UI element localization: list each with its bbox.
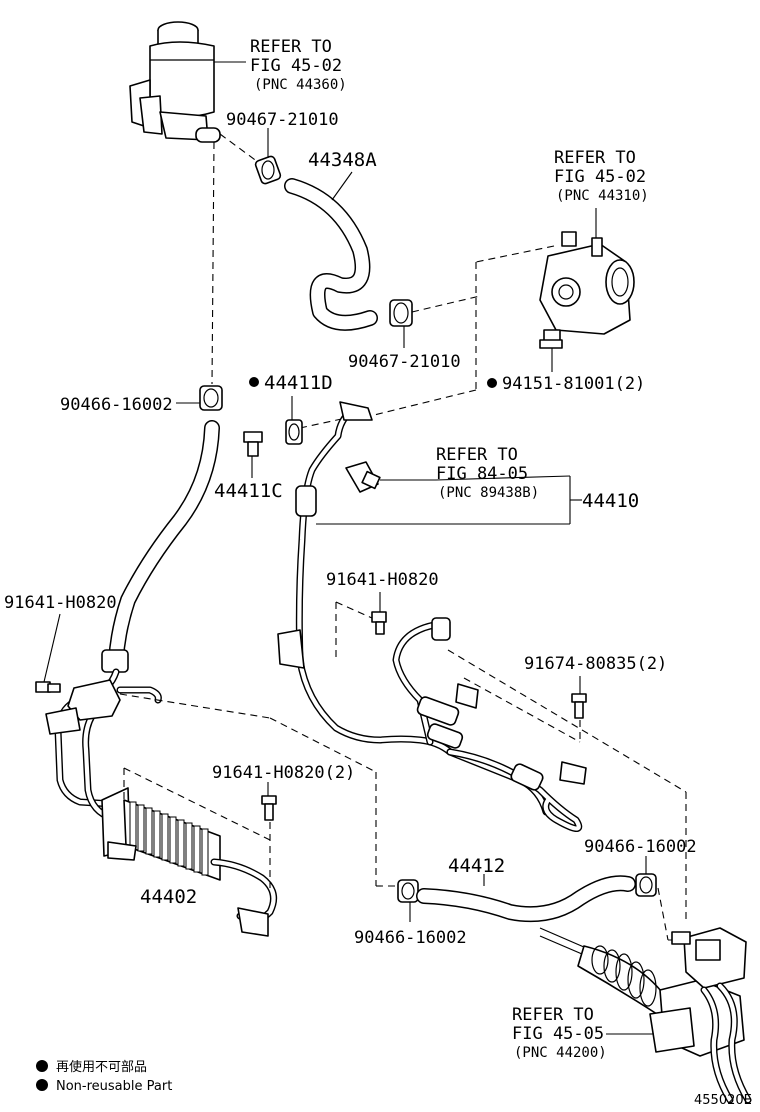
return-hose-upper[interactable] [284, 178, 378, 331]
bolt-cooler[interactable] [261, 795, 277, 821]
reservoir-tank[interactable] [129, 21, 221, 143]
return-hose-left[interactable] [101, 420, 220, 673]
footer-code: 455020E [694, 1093, 752, 1108]
pressure-switch[interactable] [345, 461, 381, 493]
return-pipe-assembly[interactable] [45, 668, 162, 822]
cooler-fins [129, 801, 209, 876]
bolt-rack-label: 91674-80835(2) [524, 654, 667, 674]
union-bolt-44411c[interactable] [243, 431, 263, 457]
refer-pump-line2: FIG 45-02 [554, 167, 646, 187]
refer-pump-line3: (PNC 44310) [556, 188, 649, 204]
bolt-cooler-label: 91641-H0820(2) [212, 763, 355, 783]
hose-upper-label: 44348A [308, 149, 377, 171]
clip-lower-left[interactable] [397, 879, 419, 903]
clip-rack-right-label: 90466-16002 [584, 837, 697, 857]
clip-pump-label: 90467-21010 [348, 352, 461, 372]
clip-tank-label: 90467-21010 [226, 110, 339, 130]
refer-rack-line3: (PNC 44200) [514, 1045, 607, 1061]
pump-bolt[interactable] [539, 329, 563, 349]
refer-rack-line1: REFER TO [512, 1005, 594, 1025]
gasket-d-label: 44411D [264, 372, 333, 394]
refer-tank-line2: FIG 45-02 [250, 56, 342, 76]
bolt-pump-label: 94151-81001(2) [502, 374, 645, 394]
steering-rack[interactable] [539, 927, 752, 1104]
refer-pump-line1: REFER TO [554, 148, 636, 168]
rack-boot [591, 945, 657, 1007]
lower-hose-44412[interactable] [416, 875, 636, 923]
refer-rack-line2: FIG 45-05 [512, 1024, 604, 1044]
refer-switch-line1: REFER TO [436, 445, 518, 465]
pressure-tube-label: 44410 [582, 490, 639, 512]
pressure-tube-44410[interactable] [277, 401, 587, 832]
legend: 再使用不可部品 Non-reusable Part [36, 1059, 172, 1094]
clip-rack-right[interactable] [635, 873, 657, 897]
bolt-left-label: 91641-H0820 [4, 593, 117, 613]
refer-switch-line3: (PNC 89438B) [438, 485, 539, 501]
non-reusable-marker-bolt-pump [487, 378, 497, 388]
oil-cooler-44402[interactable] [101, 787, 278, 937]
refer-tank-line3: (PNC 44360) [254, 77, 347, 93]
bolt-left[interactable] [35, 681, 61, 693]
refer-switch-line2: FIG 84-05 [436, 464, 528, 484]
clip-return-left-label: 90466-16002 [60, 395, 173, 415]
bolt-mid-label: 91641-H0820 [326, 570, 439, 590]
legend-marker-2 [36, 1079, 48, 1091]
hose-clip-tank[interactable] [254, 155, 282, 185]
bolt-mid[interactable] [371, 611, 387, 635]
clip-lower-left-label: 90466-16002 [354, 928, 467, 948]
bolt-rack[interactable] [571, 693, 587, 719]
clip-return-left[interactable] [199, 385, 223, 411]
hose-lower-label: 44412 [448, 855, 505, 877]
refer-tank-line1: REFER TO [250, 37, 332, 57]
legend-marker-1 [36, 1060, 48, 1072]
gasket-44411d[interactable] [285, 419, 303, 445]
cooler-label: 44402 [140, 886, 197, 908]
legend-line2: Non-reusable Part [56, 1079, 172, 1094]
legend-line1: 再使用不可部品 [56, 1059, 147, 1075]
non-reusable-marker-44411d [249, 377, 259, 387]
union-c-label: 44411C [214, 480, 283, 502]
hose-clip-pump[interactable] [389, 299, 413, 327]
power-steering-pump[interactable] [539, 231, 635, 335]
